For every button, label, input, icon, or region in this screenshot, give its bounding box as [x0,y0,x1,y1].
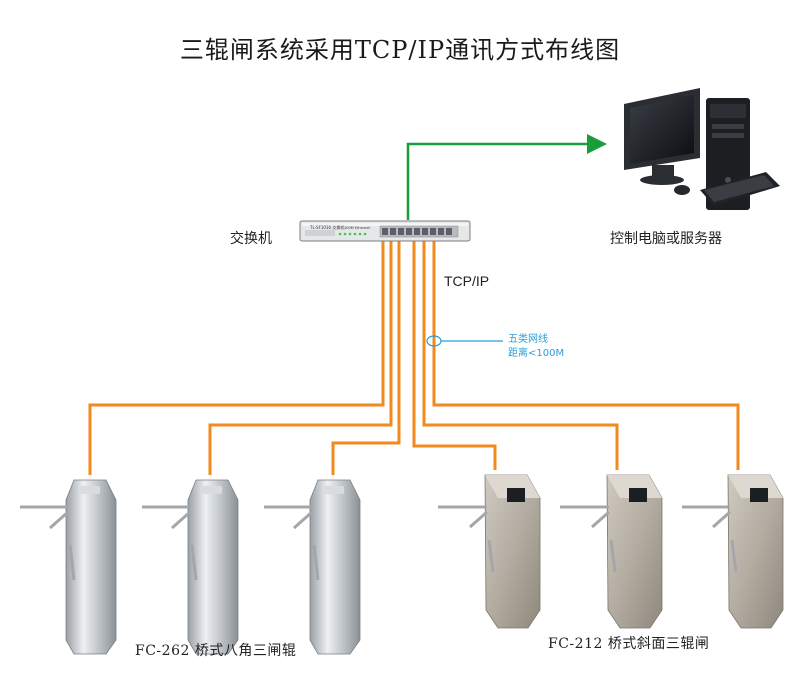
network-switch: TL-SF1016 交换机 100M Ethernet [299,220,471,242]
turnstile-right-2 [560,474,663,629]
cable-6 [432,240,740,470]
cable-5 [422,240,619,470]
diagram-title: 三辊闸系统采用TCP/IP通讯方式布线图 [179,36,621,64]
right-group-caption: FC-212 桥式斜面三辊闸 [548,636,710,652]
cable-callout [426,335,503,347]
cable-type-label: 五类网线 [508,334,548,345]
turnstile-right-3 [682,474,784,629]
turnstile-left-1 [20,479,117,655]
cable-2 [208,240,393,475]
switch-panel-text: TL-SF1016 交换机 [309,224,344,230]
turnstile-left-3 [264,479,361,655]
cable-4 [412,240,497,470]
cable-3 [331,240,401,475]
switch-label: 交换机 [230,231,272,247]
cable-1 [88,240,385,475]
computer-workstation [624,88,780,210]
cable-distance-label: 距离<100M [508,348,565,359]
uplink-cable [406,134,607,220]
turnstile-left-2 [142,479,239,655]
computer-label: 控制电脑或服务器 [610,231,722,247]
turnstile-right-1 [438,474,541,629]
left-group-caption: FC-262 桥式八角三闸辊 [135,643,297,659]
switch-panel-text-right: 100M Ethernet [344,226,371,230]
protocol-label: TCP/IP [444,273,490,289]
turnstile-cables [88,240,740,475]
